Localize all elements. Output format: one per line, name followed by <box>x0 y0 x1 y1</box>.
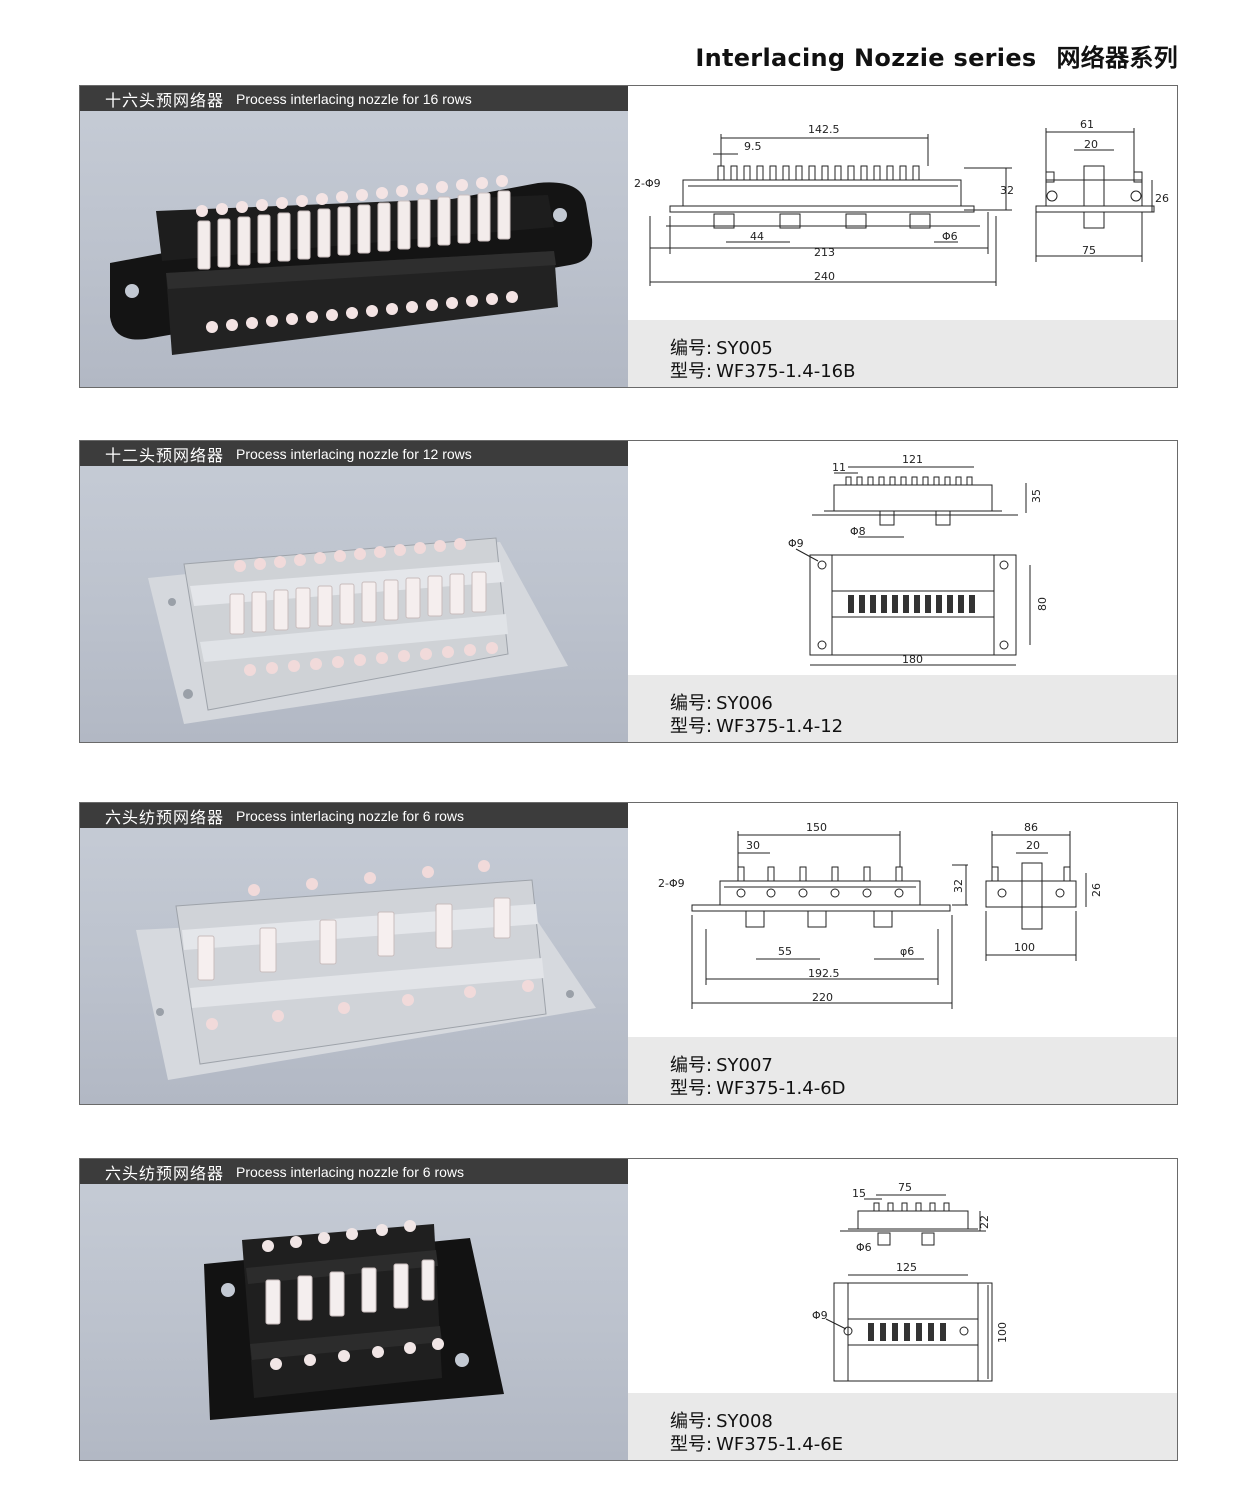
technical-drawing: 150 30 2-Φ9 32 55 φ6 192.5 220 86 20 26 … <box>658 821 1103 1009</box>
product-code: SY007 <box>716 1055 773 1076</box>
model-label: 型号: <box>670 1434 713 1455</box>
dim-label: Φ9 <box>788 537 804 550</box>
dim-label: 192.5 <box>808 967 840 980</box>
product-code-line: 编号:SY008 <box>670 1407 773 1433</box>
product-photo-12-row <box>148 537 568 724</box>
page-title: Interlacing Nozzie series 网络器系列 <box>0 38 1178 73</box>
product-model: WF375-1.4-6D <box>716 1078 846 1099</box>
dim-label: 26 <box>1155 192 1169 205</box>
dim-label: 2-Φ9 <box>658 877 685 890</box>
product-photo-panel: 六头纺预网络器 Process interlacing nozzle for 6… <box>80 1159 628 1460</box>
dim-label: 100 <box>996 1322 1009 1343</box>
dim-label: 180 <box>902 653 923 666</box>
dim-label: Φ9 <box>812 1309 828 1322</box>
page-title-en: Interlacing Nozzie series <box>695 44 1037 72</box>
dim-label: 9.5 <box>744 140 762 153</box>
product-card-sy008: 六头纺预网络器 Process interlacing nozzle for 6… <box>79 1158 1178 1461</box>
product-code: SY006 <box>716 693 773 714</box>
dim-label: 20 <box>1026 839 1040 852</box>
dim-label: 61 <box>1080 118 1094 131</box>
dim-label: 80 <box>1036 597 1049 611</box>
dim-label: φ6 <box>900 945 914 958</box>
product-title-bar: 十六头预网络器 Process interlacing nozzle for 1… <box>80 86 628 111</box>
dim-label: 213 <box>814 246 835 259</box>
product-photo-panel: 十六头预网络器 Process interlacing nozzle for 1… <box>80 86 628 387</box>
product-code-line: 编号:SY005 <box>670 334 773 360</box>
product-title-bar: 六头纺预网络器 Process interlacing nozzle for 6… <box>80 803 628 828</box>
dim-label: 150 <box>806 821 827 834</box>
dim-label: 100 <box>1014 941 1035 954</box>
dim-label: Φ6 <box>856 1241 872 1254</box>
dim-label: 30 <box>746 839 760 852</box>
technical-drawing: 75 15 22 Φ6 125 Φ9 100 <box>812 1181 1009 1382</box>
technical-drawing: 121 11 35 Φ8 Φ9 80 180 <box>788 453 1049 666</box>
technical-drawing: 142.5 9.5 2-Φ9 32 44 213 Φ6 240 61 20 26… <box>634 118 1169 286</box>
dim-label: 15 <box>852 1187 866 1200</box>
dim-label: 20 <box>1084 138 1098 151</box>
product-name-cn: 十六头预网络器 <box>105 90 225 110</box>
product-code: SY008 <box>716 1411 773 1432</box>
product-card-sy006: 十二头预网络器 Process interlacing nozzle for 1… <box>79 440 1178 743</box>
product-model: WF375-1.4-12 <box>716 716 844 737</box>
product-name-en: Process interlacing nozzle for 6 rows <box>236 807 465 824</box>
product-code-line: 编号:SY007 <box>670 1051 773 1077</box>
product-code-line: 编号:SY006 <box>670 689 773 715</box>
dim-label: 220 <box>812 991 833 1004</box>
code-label: 编号: <box>670 1055 713 1076</box>
dim-label: 22 <box>978 1215 991 1229</box>
dim-label: 55 <box>778 945 792 958</box>
code-label: 编号: <box>670 338 713 359</box>
product-photo-panel: 十二头预网络器 Process interlacing nozzle for 1… <box>80 441 628 742</box>
dim-label: 11 <box>832 461 846 474</box>
product-photo-16-row <box>110 175 593 355</box>
product-info: 编号:SY006 型号:WF375-1.4-12 <box>628 675 1177 742</box>
product-name-cn: 六头纺预网络器 <box>105 807 225 827</box>
product-name-cn: 六头纺预网络器 <box>105 1163 225 1183</box>
product-photo-panel: 六头纺预网络器 Process interlacing nozzle for 6… <box>80 803 628 1104</box>
dim-label: 75 <box>1082 244 1096 257</box>
product-model-line: 型号:WF375-1.4-6E <box>670 1430 843 1456</box>
product-name-en: Process interlacing nozzle for 16 rows <box>236 90 472 107</box>
code-label: 编号: <box>670 693 713 714</box>
product-info: 编号:SY005 型号:WF375-1.4-16B <box>628 320 1177 387</box>
product-model: WF375-1.4-16B <box>716 361 856 382</box>
product-model: WF375-1.4-6E <box>716 1434 844 1455</box>
dim-label: 121 <box>902 453 923 466</box>
dim-label: 32 <box>1000 184 1014 197</box>
dim-label: 240 <box>814 270 835 283</box>
dim-label: Φ8 <box>850 525 866 538</box>
product-code: SY005 <box>716 338 773 359</box>
product-model-line: 型号:WF375-1.4-16B <box>670 357 855 383</box>
product-info: 编号:SY008 型号:WF375-1.4-6E <box>628 1393 1177 1460</box>
product-model-line: 型号:WF375-1.4-12 <box>670 712 843 738</box>
dim-label: 35 <box>1030 489 1043 503</box>
dim-label: 44 <box>750 230 764 243</box>
product-title-bar: 十二头预网络器 Process interlacing nozzle for 1… <box>80 441 628 466</box>
model-label: 型号: <box>670 1078 713 1099</box>
model-label: 型号: <box>670 361 713 382</box>
dim-label: 2-Φ9 <box>634 177 661 190</box>
product-info: 编号:SY007 型号:WF375-1.4-6D <box>628 1037 1177 1104</box>
product-model-line: 型号:WF375-1.4-6D <box>670 1074 846 1100</box>
product-name-en: Process interlacing nozzle for 12 rows <box>236 445 472 462</box>
dim-label: 26 <box>1090 883 1103 897</box>
product-card-sy005: 十六头预网络器 Process interlacing nozzle for 1… <box>79 85 1178 388</box>
product-name-cn: 十二头预网络器 <box>105 445 225 465</box>
product-photo-6-row-d <box>136 860 596 1080</box>
product-card-sy007: 六头纺预网络器 Process interlacing nozzle for 6… <box>79 802 1178 1105</box>
product-photo-6-row-e <box>204 1220 504 1420</box>
product-name-en: Process interlacing nozzle for 6 rows <box>236 1163 465 1180</box>
dim-label: 32 <box>952 879 965 893</box>
dim-label: 142.5 <box>808 123 840 136</box>
dim-label: Φ6 <box>942 230 958 243</box>
dim-label: 125 <box>896 1261 917 1274</box>
dim-label: 75 <box>898 1181 912 1194</box>
dim-label: 86 <box>1024 821 1038 834</box>
code-label: 编号: <box>670 1411 713 1432</box>
model-label: 型号: <box>670 716 713 737</box>
page-title-cn: 网络器系列 <box>1056 44 1178 72</box>
product-title-bar: 六头纺预网络器 Process interlacing nozzle for 6… <box>80 1159 628 1184</box>
